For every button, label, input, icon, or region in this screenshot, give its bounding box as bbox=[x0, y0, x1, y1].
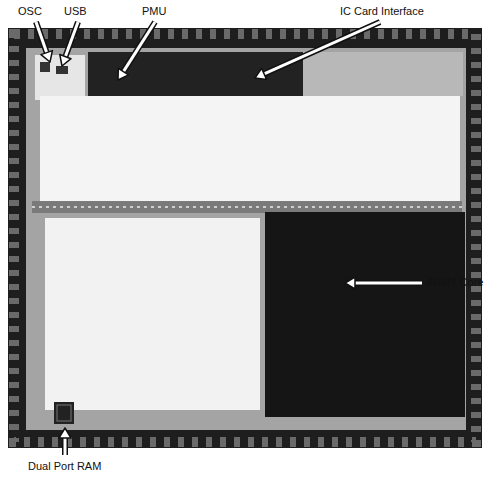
callout-label: PMU bbox=[142, 5, 166, 18]
callout-label: ARM7 Core bbox=[426, 276, 483, 289]
callout-label: OSC bbox=[18, 5, 42, 18]
callout-label: USB bbox=[64, 5, 87, 18]
callout-label: Dual Port RAM bbox=[28, 460, 101, 473]
callout-label: IC Card Interface bbox=[340, 5, 424, 18]
